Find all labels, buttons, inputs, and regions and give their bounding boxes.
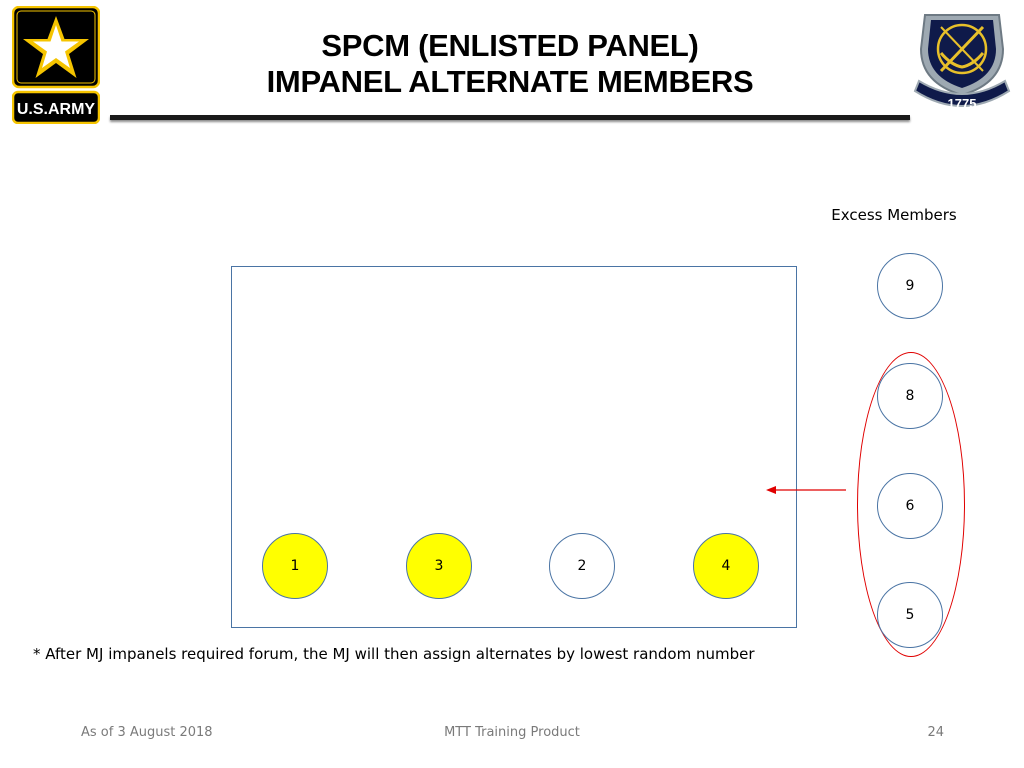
panel-member-circle: 1	[262, 533, 328, 599]
footer-center-label: MTT Training Product	[444, 725, 580, 740]
panel-box	[231, 266, 797, 628]
excess-member-circle: 5	[877, 582, 943, 648]
footnote: * After MJ impanels required forum, the …	[33, 645, 755, 663]
excess-members-label: Excess Members	[831, 206, 957, 224]
page-title: SPCM (ENLISTED PANEL) IMPANEL ALTERNATE …	[170, 28, 850, 100]
member-number: 1	[290, 558, 300, 574]
member-number: 4	[721, 558, 731, 574]
member-number: 6	[905, 498, 915, 514]
member-number: 2	[577, 558, 587, 574]
army-star-logo: U.S.ARMY	[12, 6, 100, 124]
excess-member-circle: 8	[877, 363, 943, 429]
panel-member-circle: 2	[549, 533, 615, 599]
alternates-ellipse	[857, 352, 965, 657]
title-line-2: IMPANEL ALTERNATE MEMBERS	[266, 64, 754, 99]
member-number: 9	[905, 278, 915, 294]
panel-member-circle: 3	[406, 533, 472, 599]
army-logo-text: U.S.ARMY	[17, 101, 96, 118]
title-line-1: SPCM (ENLISTED PANEL)	[321, 28, 699, 63]
arrow-left-icon	[766, 486, 846, 494]
footer-date: As of 3 August 2018	[81, 725, 213, 740]
excess-member-circle: 9	[877, 253, 943, 319]
member-number: 3	[434, 558, 444, 574]
panel-member-circle: 4	[693, 533, 759, 599]
page-number: 24	[927, 725, 944, 740]
member-number: 5	[905, 607, 915, 623]
jag-crest-logo: 1775	[913, 14, 1011, 111]
title-divider	[110, 115, 910, 120]
jag-logo-text: 1775	[948, 96, 977, 111]
excess-member-circle: 6	[877, 473, 943, 539]
member-number: 8	[905, 388, 915, 404]
